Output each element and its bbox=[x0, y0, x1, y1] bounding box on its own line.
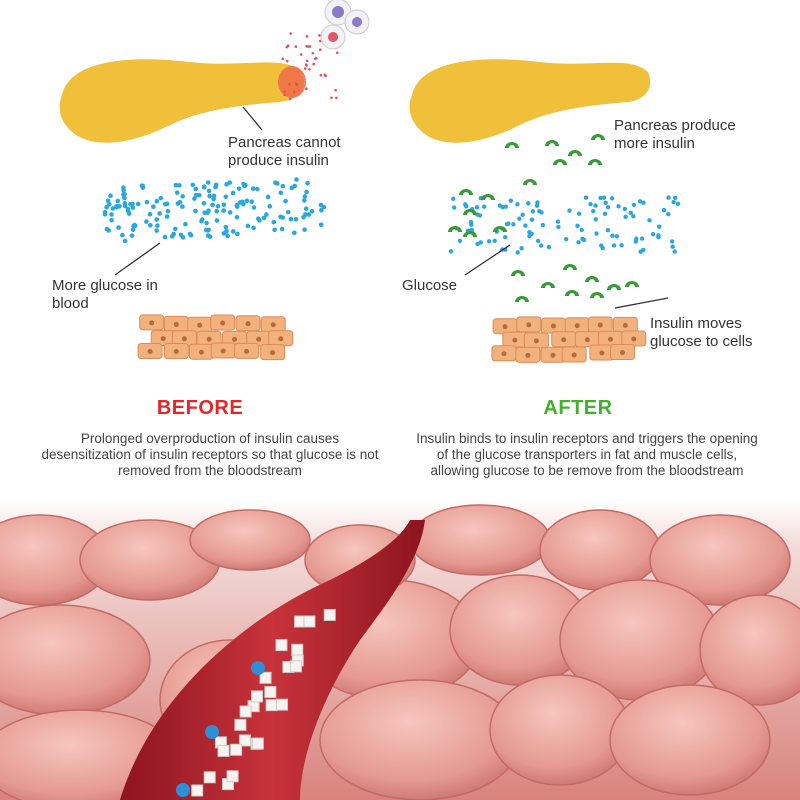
glucose-cubes bbox=[176, 608, 336, 797]
pancreas-cannot-label: Pancreas cannot produce insulin bbox=[228, 134, 341, 169]
pointer-line bbox=[242, 106, 263, 131]
after-description: Insulin binds to insulin receptors and t… bbox=[416, 431, 758, 478]
insulin-molecules bbox=[448, 134, 639, 302]
fat-cells-before bbox=[137, 314, 294, 361]
glucose-dots-after bbox=[448, 195, 681, 255]
blood-cells bbox=[320, 0, 370, 50]
insulin-moves-label: Insulin moves glucose to cells bbox=[650, 315, 753, 350]
scattered-insulin-dots bbox=[281, 32, 339, 101]
more-glucose-label: More glucose in blood bbox=[52, 277, 158, 312]
pancreas-before bbox=[59, 59, 304, 143]
pointer-line bbox=[464, 244, 511, 276]
pancreas-damage bbox=[278, 66, 306, 98]
glucose-label: Glucose bbox=[402, 277, 458, 294]
pancreas-produce-label: Pancreas produce more insulin bbox=[614, 117, 736, 152]
fat-cells-after bbox=[491, 316, 647, 363]
before-heading: BEFORE bbox=[156, 397, 244, 419]
pointer-line bbox=[114, 242, 161, 276]
before-description: Prolonged overproduction of insulin caus… bbox=[41, 431, 379, 478]
blood-vessel bbox=[120, 520, 425, 800]
pointer-line bbox=[614, 297, 669, 309]
glucose-dots-before bbox=[102, 177, 327, 244]
after-heading: AFTER bbox=[543, 397, 613, 419]
pancreas-after bbox=[409, 59, 651, 143]
